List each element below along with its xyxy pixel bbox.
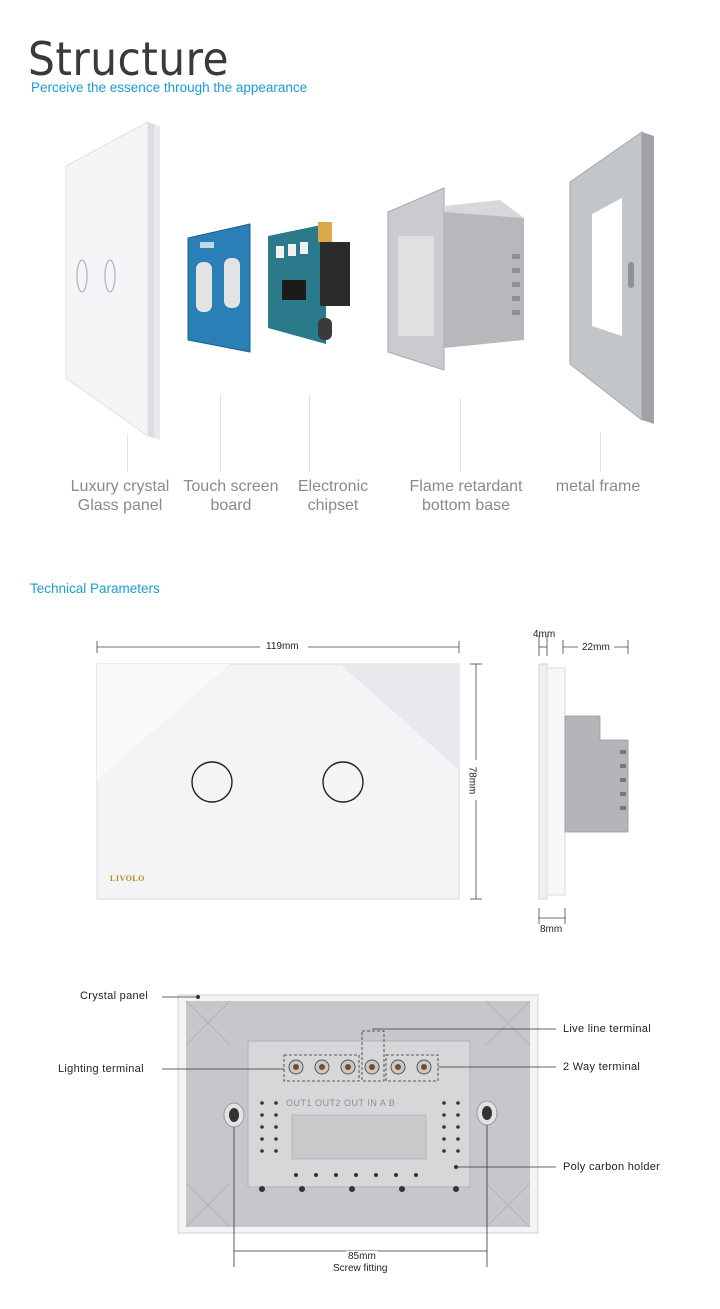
screw-distance-label: 85mm [346, 1251, 378, 1262]
touch-board-illustration [187, 223, 251, 353]
front-dimension-drawing [96, 636, 629, 924]
leader-line-frame [600, 432, 601, 472]
bottom-base-illustration [387, 187, 524, 371]
leader-line-chipset [309, 394, 310, 472]
callout-lighting-terminal: Lighting terminal [58, 1063, 144, 1075]
metal-frame-illustration [569, 131, 654, 424]
width-dimension-label: 119mm [266, 641, 299, 652]
glass-panel-illustration [65, 121, 160, 440]
exploded-structure-illustration [65, 121, 654, 440]
callout-crystal-panel: Crystal panel [80, 990, 149, 1002]
height-dimension-label: 78mm [466, 766, 478, 795]
leader-line-board [220, 394, 221, 472]
page-title: Structure [28, 32, 230, 86]
terminal-markings: OUT1 OUT2 OUT IN A B [286, 1098, 396, 1108]
leader-line-glass [127, 434, 128, 472]
back-view-drawing [162, 994, 556, 1267]
page-subtitle: Perceive the essence through the appeara… [31, 80, 308, 95]
part-label-frame: metal frame [555, 478, 641, 495]
callout-live-line-terminal: Live line terminal [563, 1023, 651, 1035]
depth-body-label: 22mm [582, 642, 610, 653]
technical-heading: Technical Parameters [30, 581, 160, 596]
leader-line-base [460, 398, 461, 472]
callout-poly-carbon-holder: Poly carbon holder [563, 1161, 661, 1173]
depth-top-label: 4mm [533, 629, 556, 640]
callout-two-way-terminal: 2 Way terminal [563, 1061, 641, 1073]
brand-logo: LIVOLO [110, 874, 145, 883]
depth-bottom-label: 8mm [540, 924, 563, 935]
screw-fitting-label: Screw fitting [333, 1263, 388, 1274]
chipset-illustration [268, 222, 350, 344]
